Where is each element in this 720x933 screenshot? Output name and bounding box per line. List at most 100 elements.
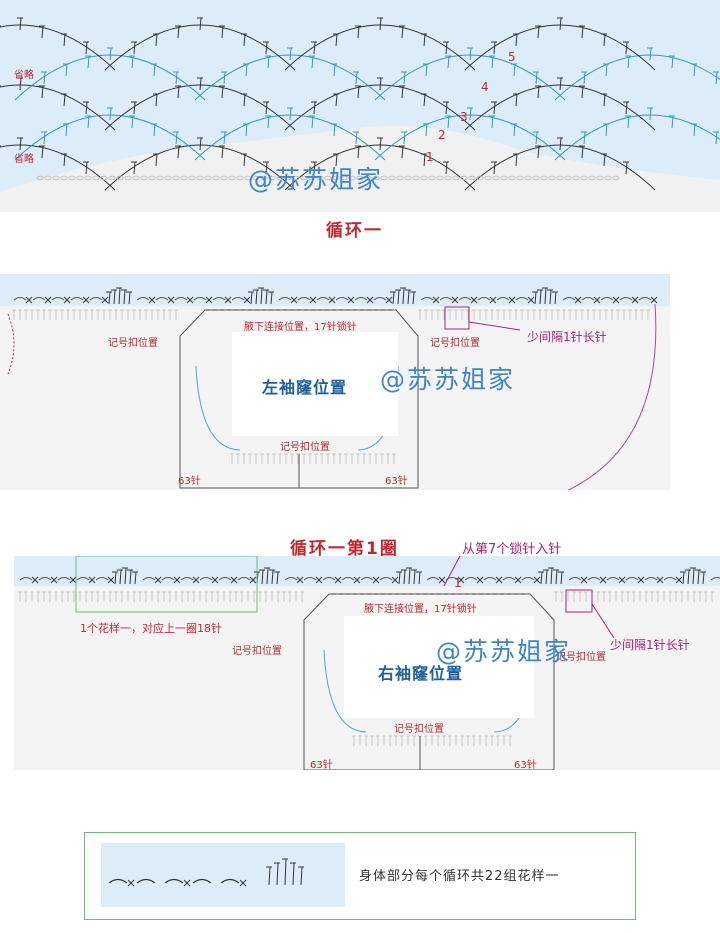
chain-stitch	[84, 175, 92, 181]
treble-stitch	[357, 145, 360, 159]
chain-stitch	[340, 175, 348, 181]
treble-stitch	[425, 123, 428, 137]
stitch-count-left-1: 63针	[178, 476, 201, 487]
treble-stitch	[407, 289, 410, 305]
chain-stitch	[468, 175, 476, 181]
chain-stitch	[596, 175, 604, 181]
sc-stitch	[243, 296, 251, 304]
treble-stitch	[539, 289, 542, 305]
treble-stitch	[403, 569, 406, 585]
chain-loop	[458, 297, 472, 301]
chain-stitch	[68, 175, 76, 181]
row-number-1: 1	[426, 150, 434, 164]
treble-stitch	[175, 71, 178, 85]
treble-stitch	[85, 41, 88, 55]
stitch-count-left-2: 63针	[310, 760, 333, 771]
chain-stitch	[572, 175, 580, 181]
chain-loop	[19, 577, 33, 581]
chain-loop	[57, 577, 71, 581]
chain-stitch	[292, 175, 300, 181]
chain-loop	[354, 297, 368, 301]
treble-stitch	[311, 115, 314, 129]
chain-loop	[600, 297, 614, 301]
treble-stitch	[355, 71, 358, 85]
treble-stitch	[63, 153, 66, 167]
treble-stitch	[153, 123, 156, 137]
treble-stitch	[289, 107, 292, 121]
sc-stitch	[25, 296, 33, 304]
treble-stitch	[649, 47, 652, 61]
chain-stitch	[316, 175, 324, 181]
treble-stitch	[401, 85, 404, 99]
chain-stitch	[268, 175, 276, 181]
chain-stitch	[484, 175, 492, 181]
sc-stitch	[290, 296, 298, 304]
treble-stitch	[133, 101, 136, 115]
chain-stitch	[388, 175, 396, 181]
treble-stitch	[109, 107, 112, 121]
treble-stitch	[65, 123, 68, 137]
chain-stitch	[540, 175, 548, 181]
chain-loop	[638, 297, 652, 301]
treble-stitch	[671, 115, 674, 129]
treble-stitch	[515, 93, 518, 107]
treble-stitch	[250, 291, 253, 305]
treble-stitch	[605, 123, 608, 137]
treble-stitch	[408, 567, 411, 585]
chain-loop	[373, 297, 387, 301]
watermark-section1: @苏苏姐家	[380, 365, 516, 394]
treble-stitch	[549, 289, 552, 305]
treble-stitch	[265, 289, 268, 305]
treble-stitch	[425, 63, 428, 77]
chain-loop	[199, 577, 213, 581]
chain-stitch	[500, 175, 508, 181]
sc-stitch	[154, 576, 162, 584]
row-number-5: 5	[508, 50, 516, 64]
sc-stitch	[88, 576, 96, 584]
chain-loop	[95, 577, 109, 581]
chain-stitch	[524, 175, 532, 181]
treble-stitch	[289, 47, 292, 61]
chain-stitch	[52, 175, 60, 181]
chain-stitch	[580, 175, 588, 181]
treble-stitch	[199, 17, 202, 31]
chain-stitch	[460, 175, 468, 181]
chain-stitch	[508, 175, 516, 181]
sc-stitch	[296, 576, 304, 584]
treble-stitch	[693, 63, 696, 77]
legend-sample-band	[101, 843, 345, 907]
treble-stitch	[243, 33, 246, 47]
sc-stitch	[347, 296, 355, 304]
sc-stitch	[489, 296, 497, 304]
sc-stitch	[527, 296, 535, 304]
sc-stitch	[249, 576, 257, 584]
treble-stitch	[469, 47, 472, 61]
chain-loop	[51, 297, 65, 301]
treble-stitch	[133, 161, 136, 175]
chain-stitch	[420, 175, 428, 181]
stitch-count-right-1: 63针	[385, 476, 408, 487]
treble-stitch	[63, 93, 66, 107]
treble-stitch	[245, 123, 248, 137]
chain-stitch	[92, 175, 100, 181]
treble-stitch	[445, 101, 448, 115]
chain-stitch	[252, 175, 260, 181]
treble-stitch	[445, 161, 448, 175]
treble-stitch	[271, 569, 274, 585]
chain-stitch	[196, 175, 204, 181]
marker-right-2: 记号扣位置	[556, 652, 606, 663]
treble-stitch	[333, 63, 336, 77]
pattern-note: 1个花样一，对应上一圈18针	[80, 622, 222, 635]
treble-stitch	[276, 862, 279, 886]
chain-loop	[439, 297, 453, 301]
sc-stitch	[44, 296, 52, 304]
treble-stitch	[493, 101, 496, 115]
chain-stitch	[332, 175, 340, 181]
treble-stitch	[379, 17, 382, 31]
chain-loop	[278, 297, 292, 301]
start-note: 从第7个锁针入针	[462, 542, 562, 557]
treble-stitch	[108, 291, 111, 305]
chain-stitch	[220, 175, 228, 181]
chain-stitch	[60, 175, 68, 181]
chain-loop	[710, 577, 720, 581]
